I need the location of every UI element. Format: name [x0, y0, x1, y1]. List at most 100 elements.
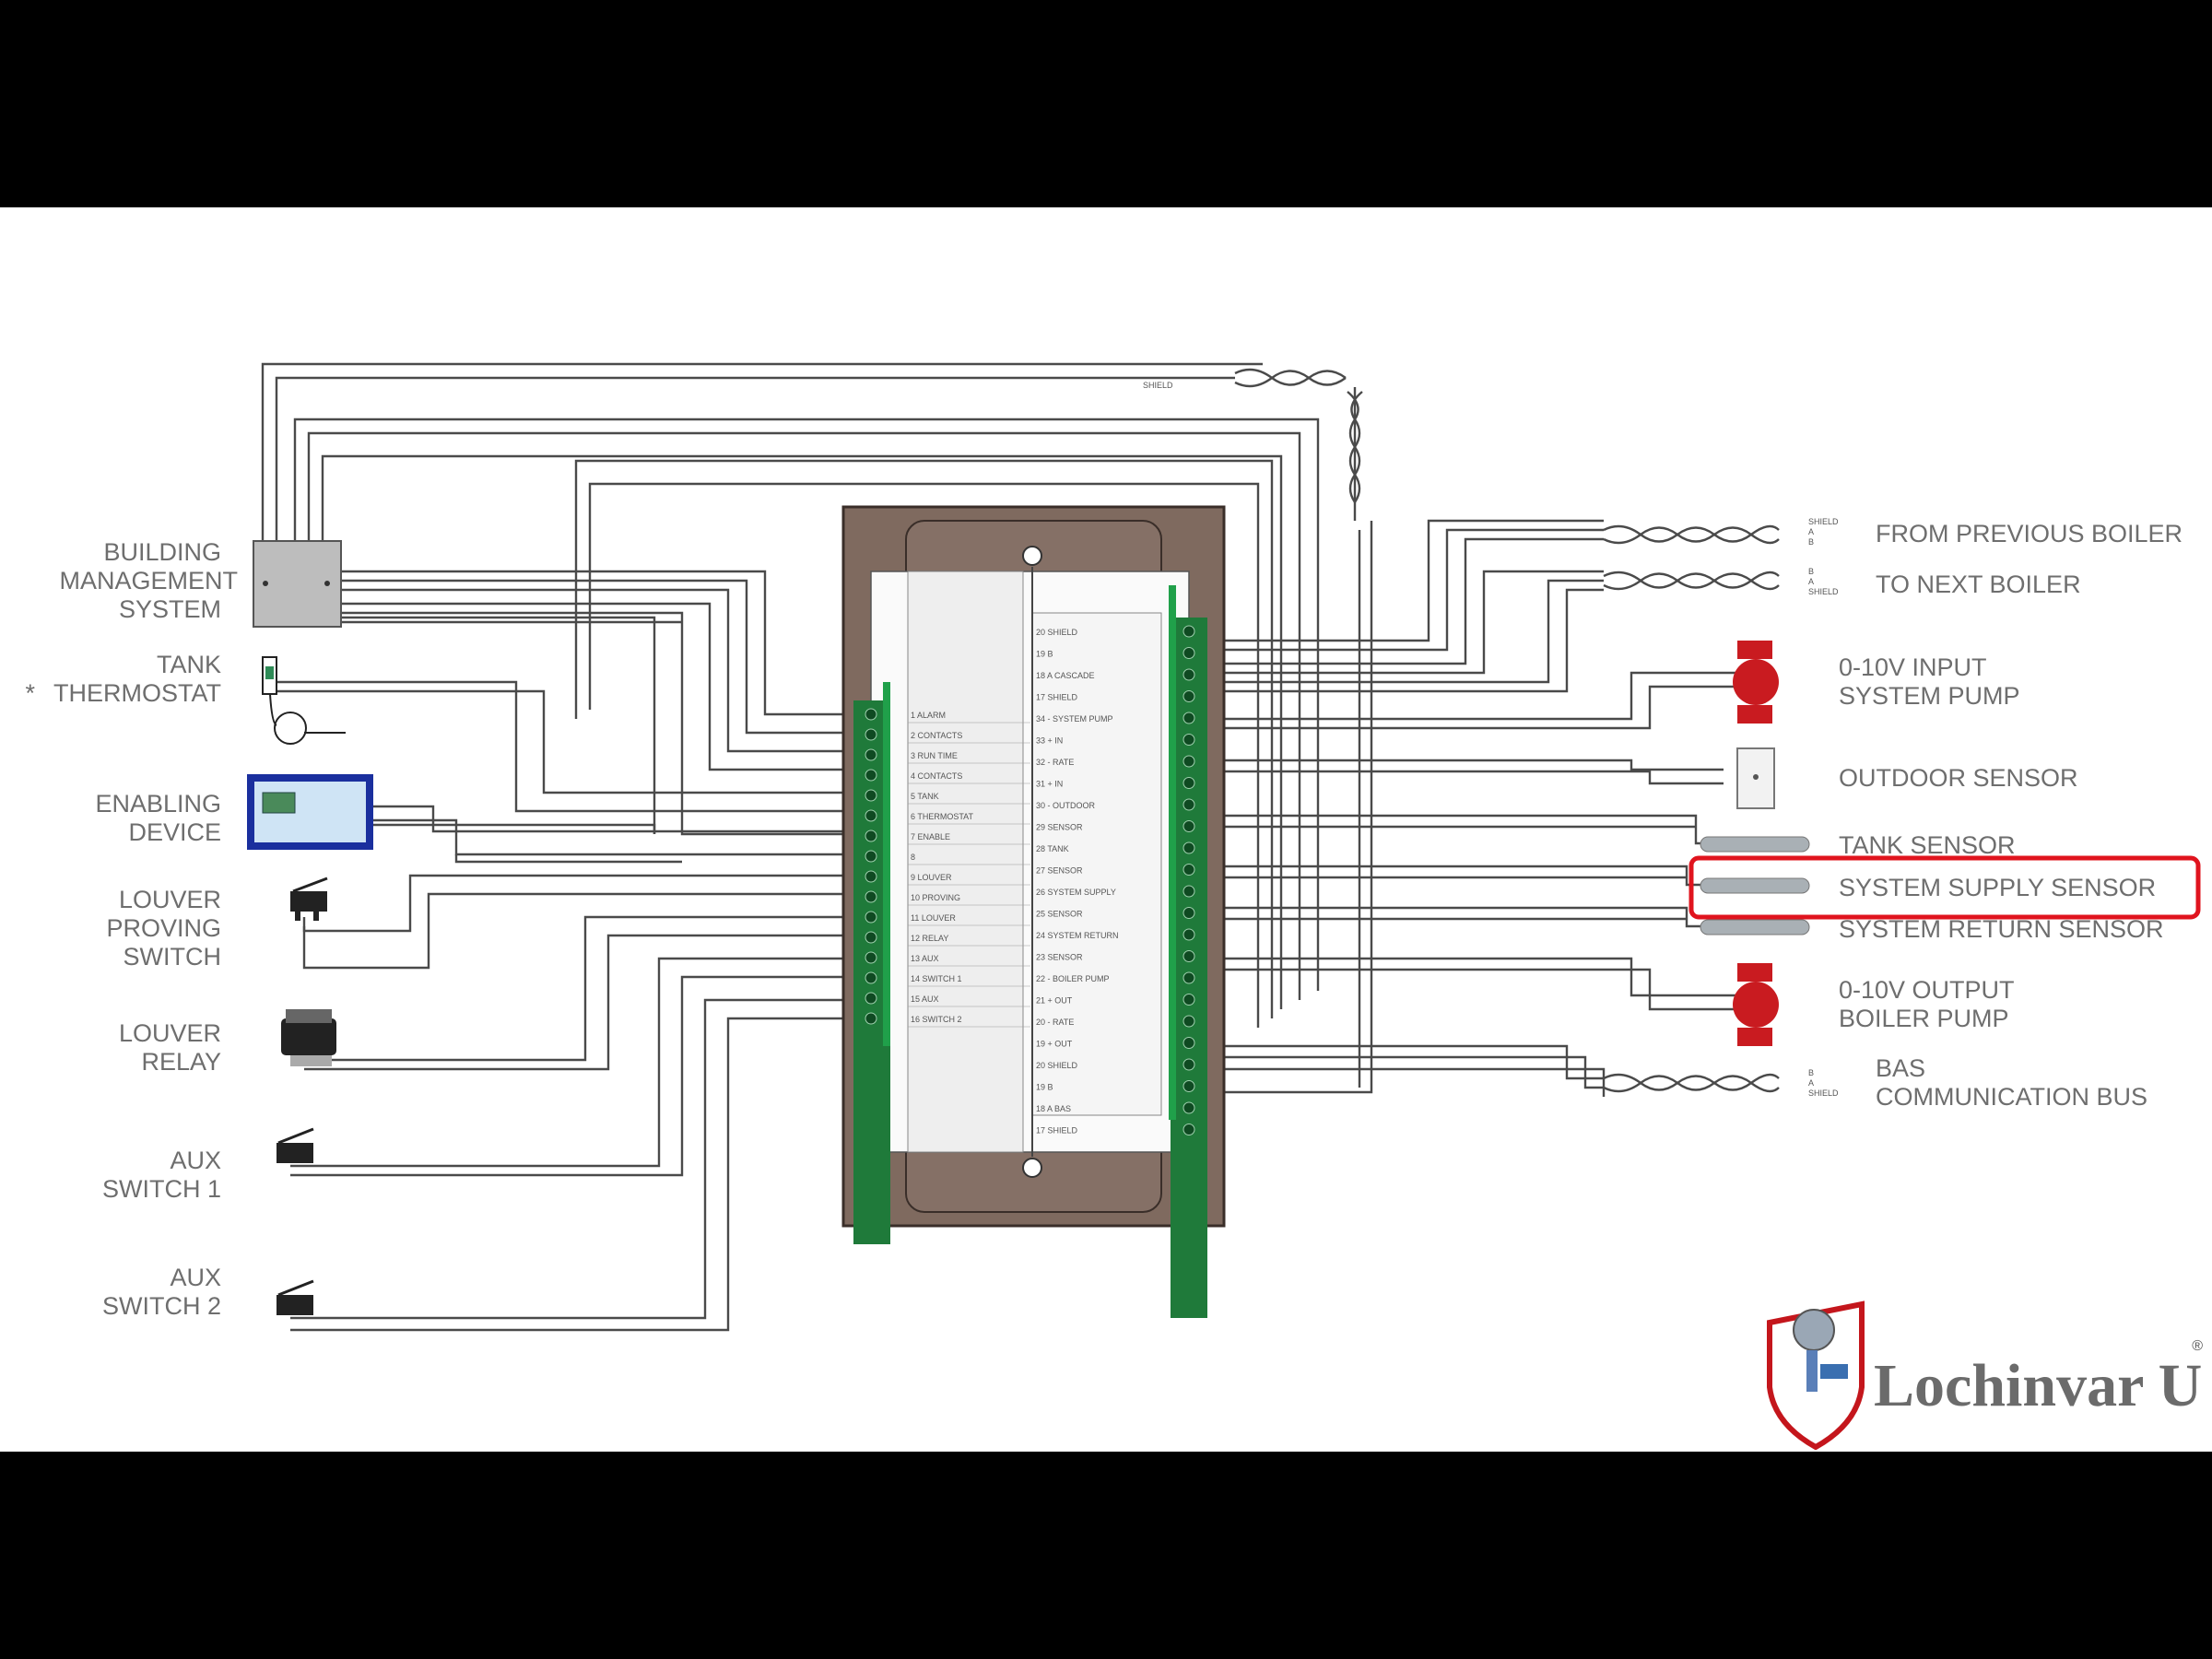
left-terminal-label: 13 AUX	[911, 954, 939, 963]
lochinvar-logo: Lochinvar U ®	[1767, 1300, 2203, 1451]
terminal-screw	[1182, 712, 1195, 724]
aux1-label-1: AUX	[170, 1147, 221, 1174]
return-sensor-icon	[1700, 919, 1810, 935]
left-terminal-label: 4 CONTACTS	[911, 771, 962, 781]
terminal-screw	[1182, 755, 1195, 768]
shield-tag-top: SHIELD	[1143, 381, 1173, 390]
left-terminal-label: 2 CONTACTS	[911, 731, 962, 740]
terminal-screw	[865, 748, 877, 761]
terminal-screw	[1182, 820, 1195, 832]
bms-label-1: BUILDING	[103, 538, 221, 566]
shielded-cable-to-next	[1603, 571, 1780, 591]
terminal-screw	[865, 951, 877, 964]
left-terminal-label: 10 PROVING	[911, 893, 960, 902]
aux1-label-2: SWITCH 1	[102, 1175, 221, 1203]
tag-shield-from: SHIELD	[1808, 517, 1839, 526]
louver-proving-switch-icon	[290, 877, 328, 921]
tag-a-to: A	[1808, 577, 1814, 586]
bms-label-3: SYSTEM	[119, 595, 221, 623]
right-terminal-label: 19 B	[1036, 1083, 1053, 1092]
supply-sensor-label: SYSTEM SUPPLY SENSOR	[1839, 874, 2156, 901]
terminal-screw	[865, 830, 877, 842]
thermostat-label-1: TANK	[157, 651, 221, 678]
terminal-screw	[1182, 647, 1195, 659]
bas-label-2: COMMUNICATION BUS	[1876, 1083, 2147, 1111]
left-terminal-label: 3 RUN TIME	[911, 751, 958, 760]
right-terminal-label: 29 SENSOR	[1036, 823, 1083, 832]
terminal-screw	[1182, 777, 1195, 789]
left-terminal-label: 7 ENABLE	[911, 832, 950, 841]
terminal-screw	[1182, 971, 1195, 984]
right-terminal-label: 23 SENSOR	[1036, 953, 1083, 962]
bms-device	[253, 540, 342, 628]
tag-b-from: B	[1808, 537, 1814, 547]
left-terminal-label: 6 THERMOSTAT	[911, 812, 974, 821]
right-terminal-label: 20 - RATE	[1036, 1018, 1074, 1027]
right-terminal-label: 31 + IN	[1036, 780, 1063, 789]
right-terminal-label: 22 - BOILER PUMP	[1036, 974, 1110, 983]
right-terminal-label: 24 SYSTEM RETURN	[1036, 931, 1119, 940]
terminal-screw	[1182, 1037, 1195, 1049]
right-terminal-label: 28 TANK	[1036, 844, 1069, 853]
terminal-screw	[1182, 1080, 1195, 1092]
louver-proving-label-2: PROVING	[106, 914, 221, 942]
left-terminal-label: 14 SWITCH 1	[911, 974, 962, 983]
terminal-screw	[1182, 994, 1195, 1006]
aux2-label-1: AUX	[170, 1264, 221, 1291]
right-terminal-label: 18 A BAS	[1036, 1104, 1071, 1113]
tank-sensor-icon	[1700, 836, 1810, 853]
bas-label-1: BAS	[1876, 1054, 1925, 1082]
terminal-screw	[1182, 928, 1195, 941]
terminal-screw	[1182, 625, 1195, 638]
supply-sensor-icon	[1700, 877, 1810, 894]
terminal-screw	[865, 931, 877, 944]
terminal-screw	[1182, 1124, 1195, 1135]
mount-screw-bottom	[1022, 1158, 1042, 1178]
right-terminal-label: 26 SYSTEM SUPPLY	[1036, 888, 1116, 897]
terminal-screw	[1182, 864, 1195, 876]
output-pump-label-2: BOILER PUMP	[1839, 1005, 2009, 1032]
left-terminal-label: 11 LOUVER	[911, 913, 956, 923]
terminal-screw	[865, 769, 877, 782]
shielded-cable-from-previous	[1603, 524, 1780, 545]
left-terminal-label: 9 LOUVER	[911, 873, 952, 882]
tank-sensor-label: TANK SENSOR	[1839, 831, 2016, 859]
terminal-screw	[1182, 885, 1195, 898]
aux2-label-2: SWITCH 2	[102, 1292, 221, 1320]
terminal-screw	[1182, 734, 1195, 746]
right-terminal-label: 30 - OUTDOOR	[1036, 801, 1096, 810]
terminal-screw	[865, 850, 877, 863]
terminal-screw	[1182, 690, 1195, 702]
outdoor-sensor-label: OUTDOOR SENSOR	[1839, 764, 2078, 792]
wiring-harness	[261, 362, 1742, 1332]
gear-icon	[1793, 1309, 1835, 1351]
terminal-screw	[865, 809, 877, 822]
input-pump-icon	[1733, 641, 1779, 724]
input-pump-label-2: SYSTEM PUMP	[1839, 682, 2020, 710]
right-terminal-label: 19 + OUT	[1036, 1040, 1073, 1049]
bms-label-2: MANAGEMENT	[59, 567, 238, 594]
louver-relay-icon	[281, 1009, 336, 1066]
left-terminal-label: 8	[911, 853, 915, 862]
left-terminal-label: 16 SWITCH 2	[911, 1015, 962, 1024]
thermostat-icon	[262, 656, 346, 745]
terminal-screw	[1182, 1015, 1195, 1028]
right-terminal-label: 18 A CASCADE	[1036, 671, 1095, 680]
louver-relay-label-1: LOUVER	[119, 1019, 221, 1047]
right-terminal-label: 27 SENSOR	[1036, 866, 1083, 876]
shielded-cable-bas	[1603, 1073, 1780, 1093]
terminal-screw	[865, 911, 877, 924]
tag-a-bas: A	[1808, 1078, 1814, 1088]
right-terminal-label: 21 + OUT	[1036, 996, 1073, 1006]
terminal-screw	[865, 708, 877, 721]
louver-relay-label-2: RELAY	[141, 1048, 221, 1076]
shielded-cable-top: SHIELD	[1143, 368, 1363, 521]
right-terminal-label: 17 SHIELD	[1036, 693, 1078, 702]
left-terminal-label: 5 TANK	[911, 792, 939, 801]
tag-a-from: A	[1808, 527, 1814, 536]
right-terminal-label: 25 SENSOR	[1036, 910, 1083, 919]
tag-shield-to: SHIELD	[1808, 587, 1839, 596]
